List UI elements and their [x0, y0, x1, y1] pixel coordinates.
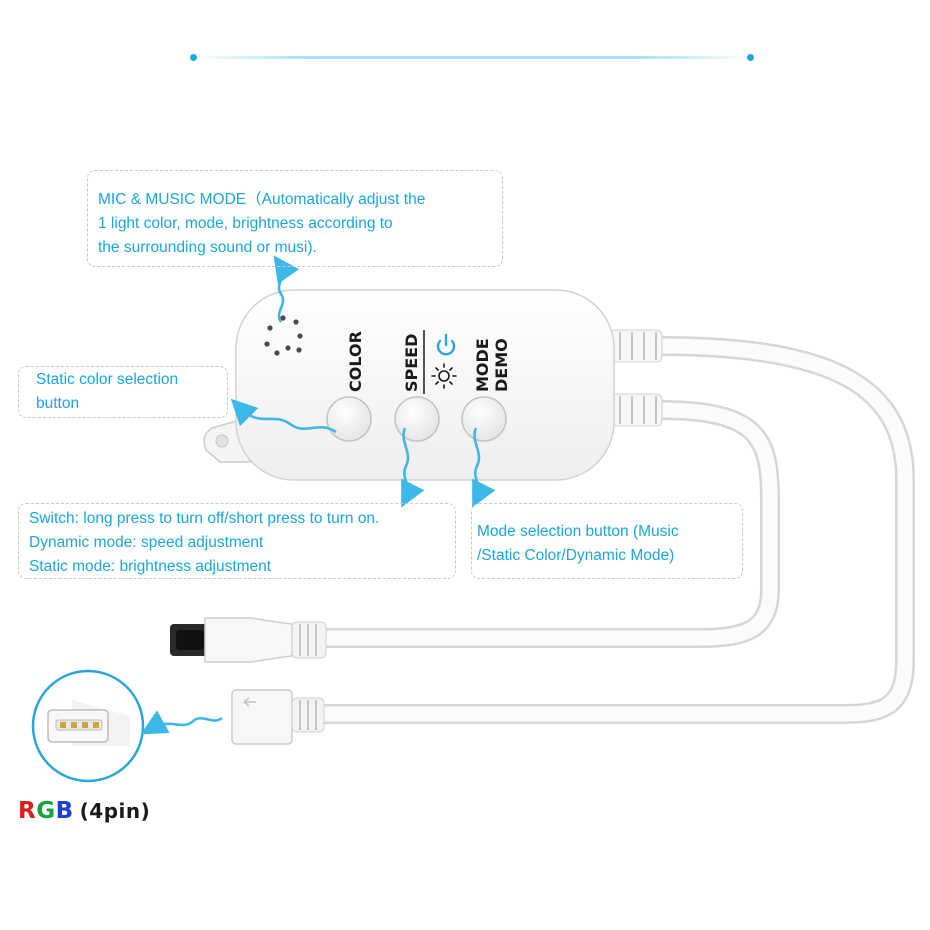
mode-selection-callout: Mode selection button (Music /Static Col… — [471, 503, 743, 579]
mic-music-mode-callout: MIC & MUSIC MODE（Automatically adjust th… — [87, 170, 503, 267]
rgb-female-connector-zoom — [31, 669, 145, 783]
rgb-male-connector — [231, 689, 325, 745]
microphone-holes-icon — [264, 315, 303, 356]
cable-wires — [310, 336, 915, 724]
arrow-to-rgb-zoom — [140, 710, 223, 735]
mic-callout-line-3: the surrounding sound or musi). — [98, 239, 317, 256]
brightness-icon — [431, 363, 457, 389]
switch-line-2: Dynamic mode: speed adjustment — [29, 534, 264, 551]
mic-callout-line-1: MIC & MUSIC MODE（Automatically adjust th… — [98, 191, 426, 208]
rgb-4pin-label: RGB(4pin) — [18, 798, 150, 824]
top-divider-line — [193, 56, 753, 59]
speed-button-label: SPEED — [402, 334, 421, 392]
power-connector — [170, 617, 327, 663]
demo-button-label: DEMO — [492, 338, 511, 392]
arrow-to-mic-callout — [273, 255, 300, 323]
controller-body — [235, 289, 615, 481]
static-color-callout: Static color selection button — [18, 366, 228, 418]
color-button[interactable] — [326, 396, 372, 442]
mode-selection-line-1: Mode selection button (Music — [477, 523, 679, 540]
rgb-letter-r: R — [18, 798, 37, 824]
mode-button-label: MODE — [473, 338, 492, 392]
speed-power-button[interactable] — [394, 396, 440, 442]
mode-demo-button[interactable] — [461, 396, 507, 442]
mode-selection-line-2: /Static Color/Dynamic Mode) — [477, 547, 675, 564]
divider-dot-right — [747, 54, 754, 61]
arrow-to-color-callout — [230, 398, 337, 434]
cable-strain-reliefs — [599, 329, 663, 427]
switch-speed-brightness-callout: Switch: long press to turn off/short pre… — [18, 503, 456, 579]
divider-dot-left — [190, 54, 197, 61]
switch-line-3: Static mode: brightness adjustment — [29, 558, 272, 575]
mic-callout-line-2: 1 light color, mode, brightness accordin… — [98, 215, 393, 232]
static-color-line-1: Static color selection — [36, 371, 179, 388]
rgb-letter-g: G — [36, 798, 56, 824]
arrow-to-switch-callout — [401, 427, 425, 508]
switch-line-1: Switch: long press to turn off/short pre… — [29, 510, 380, 527]
color-button-label: COLOR — [346, 331, 365, 392]
power-icon — [436, 333, 456, 356]
rgb-letter-b: B — [55, 798, 74, 824]
static-color-line-2: button — [36, 395, 80, 412]
arrow-to-mode-callout — [472, 427, 496, 508]
pin-count-text: (4pin) — [79, 799, 151, 823]
